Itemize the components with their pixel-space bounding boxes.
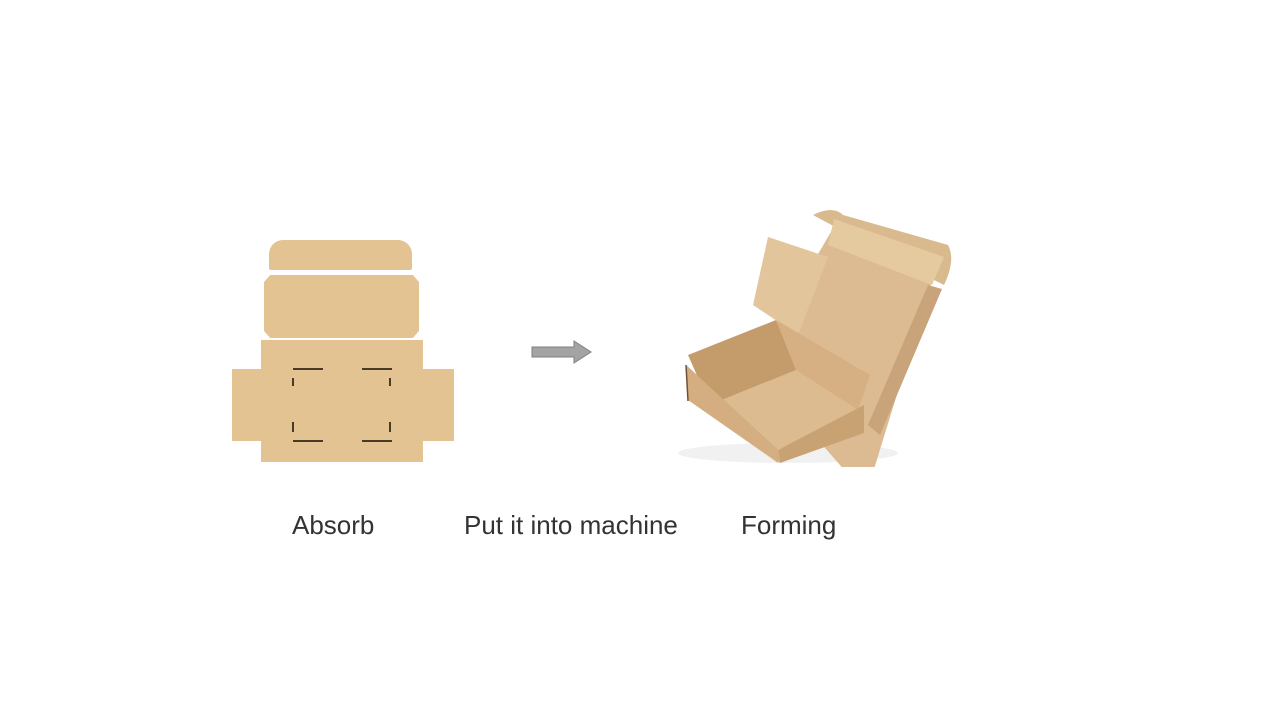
blank-slot xyxy=(389,378,391,386)
arrow-right-icon xyxy=(531,340,592,364)
step-label-forming: Forming xyxy=(741,510,837,540)
step-label-absorb: Absorb xyxy=(292,510,375,540)
blank-slot xyxy=(389,422,391,432)
blank-slot xyxy=(293,440,323,442)
blank-slot xyxy=(292,422,294,432)
step-label-put-into-machine: Put it into machine xyxy=(464,510,678,540)
blank-top-tab xyxy=(269,240,412,270)
formed-mailer-box-image xyxy=(648,205,958,467)
blank-slot xyxy=(292,378,294,386)
blank-right-flap xyxy=(390,369,454,441)
blank-left-flap xyxy=(232,369,294,441)
flat-box-blank-image xyxy=(232,238,456,464)
blank-lid xyxy=(264,275,419,338)
blank-slot xyxy=(362,368,392,370)
blank-slot xyxy=(362,440,392,442)
blank-slot xyxy=(293,368,323,370)
